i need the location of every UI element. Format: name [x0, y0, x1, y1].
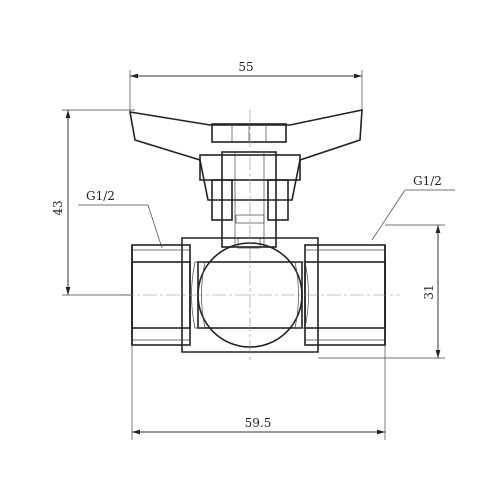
- dimension-bottom-width: 59.5: [131, 345, 386, 440]
- valve-body: [120, 110, 400, 360]
- dimension-label-left-height: 43: [51, 200, 65, 215]
- dimension-label-right-height: 31: [422, 284, 436, 299]
- dimension-top-width: 55: [129, 60, 363, 112]
- dimension-left-height: 43: [51, 109, 135, 296]
- thread-callout-left: G1/2: [78, 189, 163, 249]
- hex-nut: [211, 123, 287, 143]
- dimension-right-height: 31: [318, 224, 445, 359]
- thread-label-left: G1/2: [86, 189, 115, 203]
- thread-label-right: G1/2: [413, 174, 442, 188]
- dimension-label-bottom-width: 59.5: [245, 416, 272, 430]
- dimension-label-top-width: 55: [238, 60, 253, 74]
- thread-callout-right: G1/2: [371, 174, 455, 241]
